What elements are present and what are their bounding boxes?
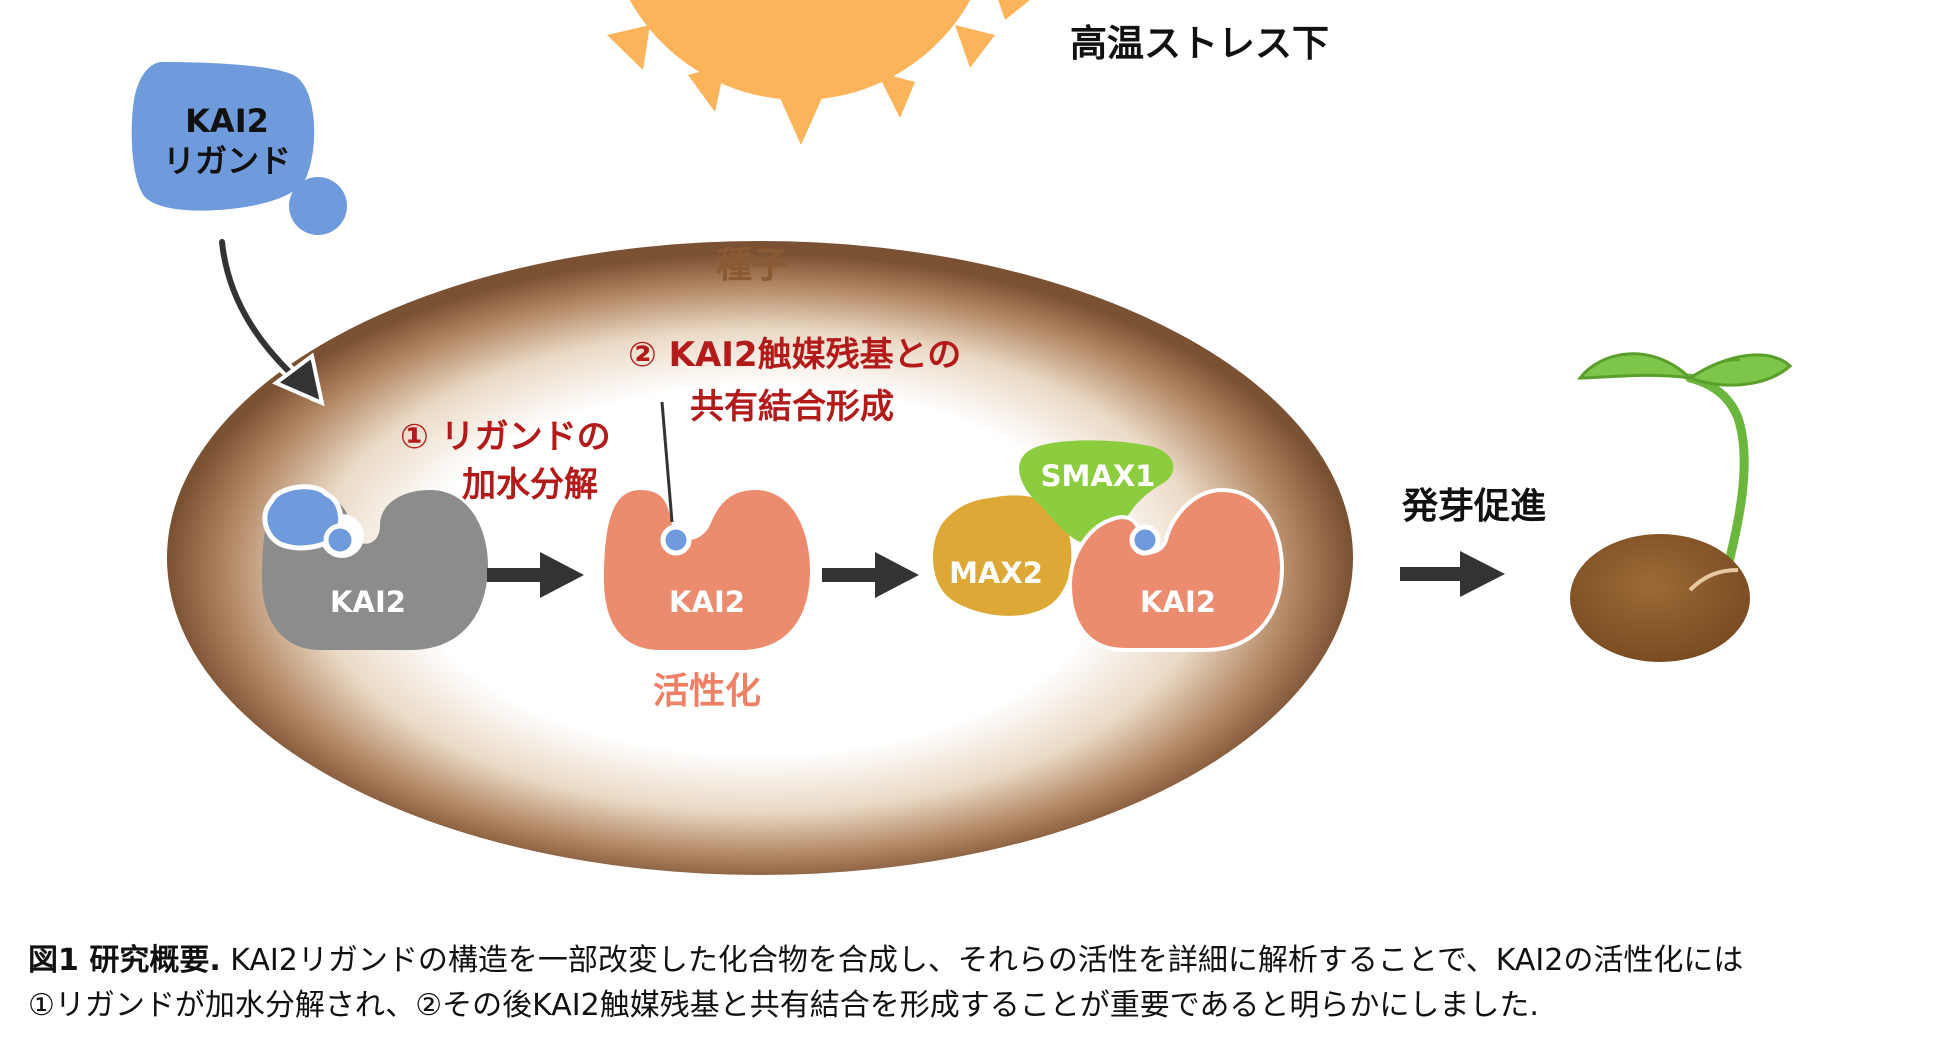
activation-label: 活性化: [653, 671, 761, 712]
arrow-1: [487, 552, 584, 598]
kai2-active-label: KAI2: [669, 585, 745, 619]
kai2-active: [604, 490, 810, 650]
step2-line2: 共有結合形成: [690, 387, 894, 427]
caption-line-1: 図1 研究概要. KAI2リガンドの構造を一部改変した化合物を合成し、それらの活…: [28, 938, 1928, 983]
arrow-2: [822, 552, 919, 598]
kai2-inactive-label: KAI2: [330, 585, 406, 619]
step1-line1: ① リガンドの: [400, 417, 611, 457]
smax1-protein: [1019, 440, 1174, 545]
step2-line1: ② KAI2触媒残基との: [628, 335, 961, 375]
max2-protein: [933, 495, 1072, 616]
sprout-icon: [1570, 352, 1793, 662]
diagram-canvas: 高温ストレス下 種子 KAI2 リガンド KAI2 KAI2 ① リガンドの 加…: [131, 0, 1793, 875]
ligand-label-line1: KAI2: [185, 102, 269, 140]
kai2-complex-label: KAI2: [1140, 585, 1216, 619]
ligand-cloud: [131, 62, 347, 235]
kai2-complex: [1067, 487, 1285, 652]
seed-label: 種子: [716, 245, 788, 286]
figure-caption: 図1 研究概要. KAI2リガンドの構造を一部改変した化合物を合成し、それらの活…: [28, 938, 1928, 1028]
step1-line2: 加水分解: [462, 465, 598, 505]
step2-pointer-line: [660, 401, 674, 523]
germination-label: 発芽促進: [1402, 486, 1546, 527]
ligand-entry-arrow: [215, 235, 325, 407]
ligand-label-line2: リガンド: [163, 142, 291, 180]
caption-line-2: ①リガンドが加水分解され、②その後KAI2触媒残基と共有結合を形成することが重要…: [28, 988, 1539, 1023]
sun-icon: [607, 0, 1030, 145]
max2-label: MAX2: [949, 556, 1043, 590]
smax1-label: SMAX1: [1041, 459, 1156, 493]
bound-ligand: [262, 484, 357, 557]
arrow-3: [1400, 551, 1505, 597]
condition-label: 高温ストレス下: [1070, 22, 1329, 65]
caption-title: 図1 研究概要.: [28, 943, 221, 978]
caption-body-1: KAI2リガンドの構造を一部改変した化合物を合成し、それらの活性を詳細に解析する…: [220, 943, 1744, 978]
